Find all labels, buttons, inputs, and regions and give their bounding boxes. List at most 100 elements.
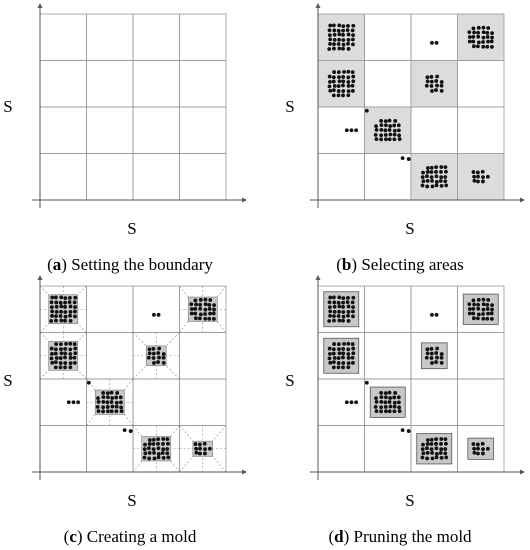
panel-c-data-point — [212, 303, 216, 308]
panel-d-data-point — [396, 395, 401, 400]
panel-d-data-point — [435, 346, 440, 351]
panel-c-data-point — [68, 356, 73, 360]
panel-b-data-point — [351, 42, 355, 47]
panel-c-data-point — [50, 309, 55, 314]
panel-d-outlier-point — [354, 400, 359, 405]
panel-b-y-axis-label: S — [285, 97, 294, 116]
panel-d-data-point — [332, 342, 337, 346]
panel-d-data-point — [471, 316, 476, 321]
panel-d-data-point — [332, 304, 337, 309]
panel-d-data-point — [350, 342, 355, 346]
panel-b-data-point — [439, 183, 444, 188]
panel-c-mold-guide — [165, 332, 180, 347]
panel-b-data-point — [490, 31, 494, 36]
panel-d-data-point — [327, 305, 332, 310]
panel-d-outlier-point — [349, 400, 354, 405]
panel-d-data-point — [429, 351, 434, 356]
panel-b-data-point — [337, 23, 342, 28]
panel-c-data-point — [54, 300, 59, 305]
panel-b-data-point — [383, 119, 388, 124]
panel-d-data-point — [486, 298, 491, 302]
panel-d-data-point — [341, 365, 345, 370]
panel-b-grid-cell — [364, 60, 412, 108]
panel-c-data-point — [152, 456, 157, 461]
panel-b-grid-cell — [364, 13, 412, 61]
panel-d-data-point — [336, 356, 341, 360]
panel-b-data-point — [434, 165, 439, 170]
panel-a-grid-cell — [132, 13, 180, 61]
panel-d-data-point — [438, 451, 443, 455]
panel-d-data-point — [336, 342, 341, 347]
panel-b-data-point — [336, 93, 341, 98]
panel-b-data-point — [425, 79, 430, 84]
panel-c-data-point — [50, 313, 54, 318]
panel-b-data-point — [481, 30, 486, 35]
panel-d-data-point — [476, 297, 481, 302]
panel-d-data-point — [332, 318, 336, 323]
panel-d-data-point — [476, 451, 480, 456]
panel-c-data-point — [189, 302, 194, 307]
panel-c-mold-guide — [179, 425, 194, 442]
panel-d-outlier-point — [400, 428, 405, 433]
panel-b-data-point — [397, 133, 402, 138]
panel-c-data-point — [119, 409, 124, 413]
panel-c-data-point — [72, 300, 77, 305]
panel-c-grid-cell — [132, 378, 180, 426]
panel-c-mold-guide — [170, 460, 180, 473]
panel-d-data-point — [481, 451, 485, 456]
panel-c-mold-box — [48, 294, 79, 325]
panel-b-data-point — [346, 69, 351, 74]
panel-d-data-point — [379, 405, 384, 410]
panel-b-data-point — [327, 28, 332, 33]
panel-b-data-point — [346, 89, 351, 94]
panel-b-data-point — [379, 127, 384, 132]
panel-b-data-point — [379, 119, 384, 123]
panel-b-data-point — [444, 183, 449, 188]
panel-b-y-axis-arrow — [315, 3, 321, 8]
panel-b-data-point — [331, 79, 336, 84]
panel-c-data-point — [54, 309, 59, 314]
panel-c-outlier-point — [86, 380, 91, 385]
panel-d-data-point — [397, 405, 402, 410]
panel-d-data-point — [331, 347, 336, 352]
panel-d-data-point — [387, 409, 392, 414]
panel-b-x-axis-arrow — [520, 197, 525, 203]
panel-c-data-point — [63, 304, 67, 309]
panel-c-mold-guide — [77, 285, 87, 295]
panel-b-data-point — [332, 46, 336, 51]
panel-b-data-point — [351, 74, 356, 79]
panel-c-data-point — [198, 297, 203, 302]
panel-b-data-point — [476, 174, 480, 179]
panel-c-grid-cell — [86, 332, 134, 380]
panel-d-outlier-point — [344, 400, 349, 405]
panel-b-data-point — [420, 175, 425, 180]
panel-d-data-point — [388, 404, 393, 409]
panel-c-data-point — [95, 405, 100, 409]
panel-c-data-point — [68, 361, 73, 366]
panel-d-data-point — [336, 361, 341, 365]
panel-d-data-point — [429, 346, 434, 351]
panel-b-data-point — [486, 26, 491, 30]
panel-b-data-point — [346, 80, 351, 84]
panel-d-data-point — [346, 341, 351, 346]
panel-c-data-point — [63, 355, 67, 360]
panel-d-data-point — [379, 395, 384, 399]
panel-b-grid-cell — [317, 153, 365, 201]
panel-d-data-point — [374, 396, 378, 401]
panel-b-data-point — [379, 123, 384, 127]
panel-b-data-point — [350, 28, 355, 33]
panel-d-data-point — [480, 441, 485, 446]
panel-d-data-point — [337, 351, 342, 356]
panel-c-data-point — [67, 300, 72, 305]
panel-c-mold-guide — [77, 370, 87, 380]
panel-c-data-point — [68, 313, 72, 318]
panel-a-grid-cell — [179, 106, 227, 154]
panel-b-data-point — [439, 165, 444, 169]
panel-c-data-point — [166, 455, 171, 460]
panel-c-data-point — [96, 396, 100, 401]
panel-c-mold-guide — [179, 321, 189, 333]
panel-d-data-point — [345, 300, 350, 305]
panel-b-data-point — [429, 175, 434, 180]
panel-c-data-point — [147, 351, 152, 356]
panel-c-data-point — [207, 446, 212, 451]
